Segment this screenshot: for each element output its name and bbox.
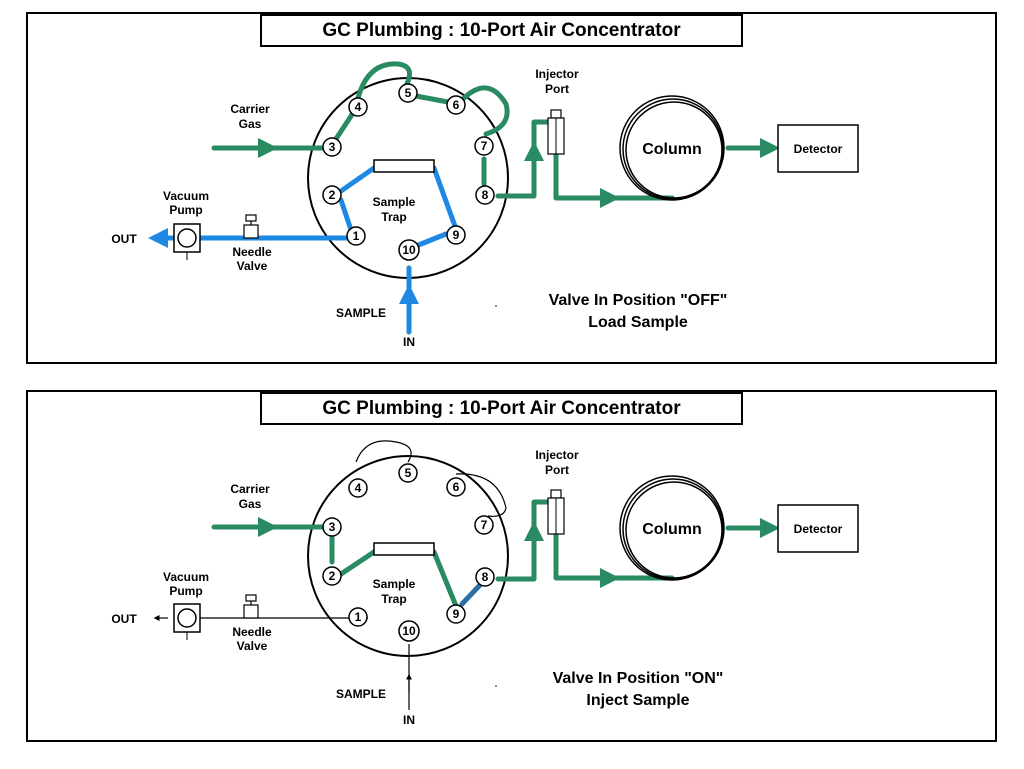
svg-text:9: 9 — [453, 228, 460, 242]
out-label: OUT — [111, 232, 137, 246]
vacuum-pump-label-1: Vacuum — [163, 570, 209, 584]
port-8: 8 — [475, 567, 495, 587]
svg-text:6: 6 — [453, 98, 460, 112]
port-3: 3 — [322, 137, 342, 157]
port-7: 7 — [474, 136, 494, 156]
svg-text:9: 9 — [453, 607, 460, 621]
svg-text:8: 8 — [482, 570, 489, 584]
svg-text:10: 10 — [402, 243, 416, 257]
svg-text:4: 4 — [355, 100, 362, 114]
carrier-gas-label-1: Carrier — [230, 482, 270, 496]
port-4: 4 — [348, 97, 368, 117]
column-label: Column — [642, 521, 702, 538]
detector-box — [777, 504, 859, 553]
svg-text:5: 5 — [405, 466, 412, 480]
panel-valve-on: GC Plumbing : 10-Port Air Concentrator — [26, 390, 997, 742]
needle-valve-label-1: Needle — [232, 245, 272, 259]
sample-trap — [373, 159, 435, 173]
svg-text:6: 6 — [453, 480, 460, 494]
port-6: 6 — [446, 95, 466, 115]
svg-text:2: 2 — [329, 188, 336, 202]
port-2: 2 — [322, 185, 342, 205]
needle-valve-label-2: Valve — [237, 259, 268, 273]
panel-valve-off: GC Plumbing : 10-Port Air Concentrator — [26, 12, 997, 364]
svg-text:5: 5 — [405, 86, 412, 100]
injector-port-label-1: Injector — [535, 448, 579, 462]
vacuum-pump-label-2: Pump — [169, 203, 202, 217]
port-10: 10 — [398, 620, 420, 642]
carrier-gas-label-2: Gas — [239, 497, 262, 511]
valve-ports: 1 2 3 4 5 6 7 8 9 10 — [322, 83, 495, 261]
in-label: IN — [403, 713, 415, 727]
vacuum-pump-label-1: Vacuum — [163, 189, 209, 203]
needle-valve-icon — [243, 594, 259, 619]
svg-text:7: 7 — [481, 139, 488, 153]
port-1: 1 — [348, 607, 368, 627]
injector-port-icon — [547, 489, 565, 535]
column-label: Column — [642, 141, 702, 158]
port-2: 2 — [322, 566, 342, 586]
port-9: 9 — [446, 225, 466, 245]
sample-trap — [373, 542, 435, 556]
panel-title: GC Plumbing : 10-Port Air Concentrator — [260, 392, 743, 425]
out-label: OUT — [111, 612, 137, 626]
port-8: 8 — [475, 185, 495, 205]
port-6: 6 — [446, 477, 466, 497]
carrier-gas-label-1: Carrier — [230, 102, 270, 116]
valve-ports: 1 2 3 4 5 6 7 8 9 10 — [322, 463, 495, 642]
sample-trap-label-1: Sample — [373, 195, 416, 209]
injector-port-label-1: Injector — [535, 67, 579, 81]
svg-text:1: 1 — [355, 610, 362, 624]
svg-text:3: 3 — [329, 520, 336, 534]
port-9: 9 — [446, 604, 466, 624]
vacuum-pump-icon — [173, 603, 201, 640]
injector-port-label-2: Port — [545, 463, 569, 477]
port-1: 1 — [346, 226, 366, 246]
svg-text:7: 7 — [481, 518, 488, 532]
in-label: IN — [403, 335, 415, 349]
valve-status-line1: Valve In Position "ON" — [552, 670, 724, 687]
port-4: 4 — [348, 478, 368, 498]
port-5: 5 — [398, 83, 418, 103]
plumbing-diagram-off: Sample Trap 1 2 3 4 5 6 7 8 9 10 Carrier… — [111, 61, 859, 349]
vacuum-pump-icon — [173, 223, 201, 260]
sample-trap-label-1: Sample — [373, 577, 416, 591]
svg-text:3: 3 — [329, 140, 336, 154]
port-5: 5 — [398, 463, 418, 483]
port-10: 10 — [398, 239, 420, 261]
carrier-gas-label-2: Gas — [239, 117, 262, 131]
valve-status: Valve In Position "ON" Inject Sample — [498, 668, 778, 712]
sample-in-label: SAMPLE — [336, 687, 386, 701]
column-coil — [619, 95, 725, 201]
svg-text:4: 4 — [355, 481, 362, 495]
plumbing-diagram-on: Sample Trap 1 2 3 4 5 6 7 8 9 10 Carrier… — [111, 440, 859, 727]
injector-port-icon — [547, 109, 565, 155]
port-3: 3 — [322, 517, 342, 537]
sample-trap-label-2: Trap — [381, 592, 406, 606]
detector-label: Detector — [794, 142, 843, 156]
vacuum-pump-label-2: Pump — [169, 584, 202, 598]
svg-text:8: 8 — [482, 188, 489, 202]
needle-valve-label-2: Valve — [237, 639, 268, 653]
injector-port-label-2: Port — [545, 82, 569, 96]
valve-status-line2: Inject Sample — [586, 692, 690, 709]
valve-status: Valve In Position "OFF" Load Sample — [498, 290, 778, 334]
valve-status-line2: Load Sample — [588, 314, 688, 331]
column-coil — [619, 475, 725, 581]
detector-box — [777, 124, 859, 173]
detector-label: Detector — [794, 522, 843, 536]
svg-text:2: 2 — [329, 569, 336, 583]
needle-valve-label-1: Needle — [232, 625, 272, 639]
port-7: 7 — [474, 515, 494, 535]
sample-in-label: SAMPLE — [336, 306, 386, 320]
panel-title: GC Plumbing : 10-Port Air Concentrator — [260, 14, 743, 47]
needle-valve-icon — [243, 214, 259, 239]
port-9-to-8-link — [459, 582, 483, 607]
valve-status-line1: Valve In Position "OFF" — [548, 292, 728, 309]
svg-text:1: 1 — [353, 229, 360, 243]
sample-trap-label-2: Trap — [381, 210, 406, 224]
svg-text:10: 10 — [402, 624, 416, 638]
